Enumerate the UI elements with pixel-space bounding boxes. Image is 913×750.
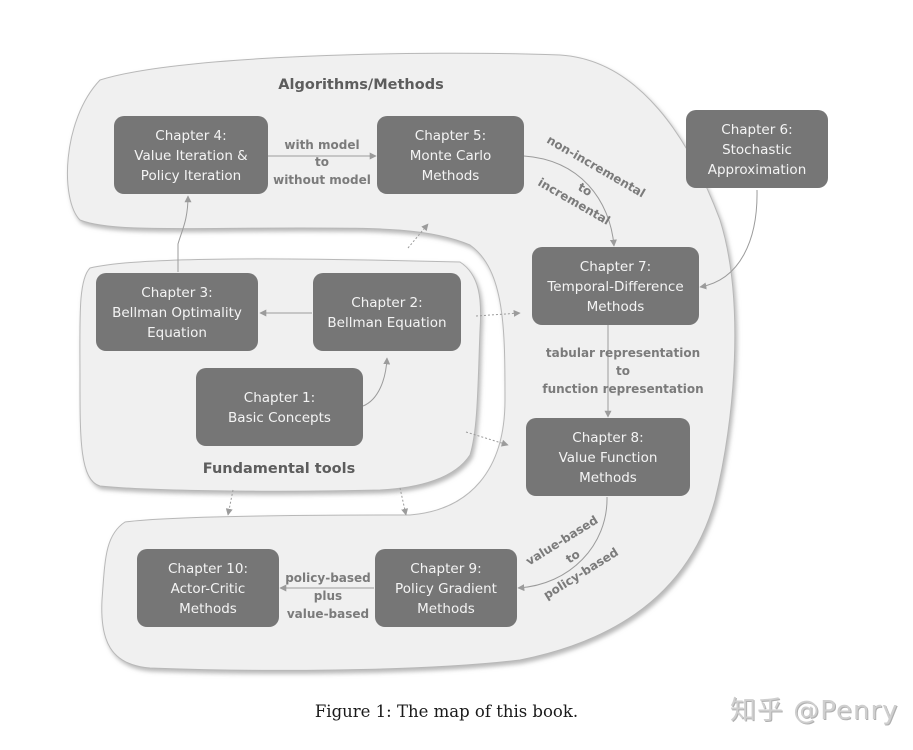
chapter-node-text: Methods xyxy=(179,601,237,617)
chapter-node-text: Policy Iteration xyxy=(141,168,241,184)
chapter-node-text: Actor-Critic xyxy=(171,581,246,597)
edge-label-line: value-based xyxy=(287,607,369,621)
chapter-node-box xyxy=(532,247,699,325)
chapter-node-text: Approximation xyxy=(708,162,807,178)
chapter-node-text: Temporal-Difference xyxy=(546,279,683,295)
chapter-node-box xyxy=(137,549,279,627)
chapter-node-box xyxy=(114,116,268,194)
label-ch4-ch5: with model to without model xyxy=(273,138,371,187)
figure-caption: Figure 1: The map of this book. xyxy=(314,702,579,721)
chapter-node-text: Methods xyxy=(579,470,637,486)
chapter-node-text: Methods xyxy=(422,168,480,184)
chapter-node-text: Methods xyxy=(587,299,645,315)
chapter-node-text: Value Function xyxy=(559,450,658,466)
chapter-node-text: Chapter 1: xyxy=(244,390,315,406)
edge-ch1-ch2 xyxy=(362,357,391,407)
algorithms-region-title: Algorithms/Methods xyxy=(278,77,443,93)
label-ch9-ch10: policy-based plus value-based xyxy=(285,571,371,621)
chapter-node-box xyxy=(375,549,517,627)
chapter-node-text: Chapter 9: xyxy=(410,561,481,577)
chapter-node-box xyxy=(313,273,461,351)
chapter-node-text: Chapter 3: xyxy=(141,285,212,301)
edge-fund-ch9-dotted xyxy=(399,487,409,516)
chapter-node-box xyxy=(526,418,690,496)
chapter-node-text: Bellman Equation xyxy=(327,315,446,331)
edge-ch3-ch4 xyxy=(177,195,192,272)
edge-label-line: to xyxy=(315,155,329,169)
edges xyxy=(177,152,758,592)
label-ch7-ch8: tabular representation to function repre… xyxy=(542,346,703,396)
edge-fund-ch8-dotted xyxy=(465,431,509,447)
edge-fund-ch7-dotted xyxy=(475,309,521,317)
edge-label-line: without model xyxy=(273,173,371,187)
chapter-node-text: Chapter 2: xyxy=(351,295,422,311)
edge-label-line: to xyxy=(563,547,582,566)
fundamental-region-title: Fundamental tools xyxy=(203,461,355,477)
chapter-node-ch4: Chapter 4: Value Iteration & Policy Iterat… xyxy=(114,116,268,194)
edge-fund-ch10-dotted xyxy=(225,489,234,516)
edge-ch6-ch7 xyxy=(699,189,758,290)
chapter-node-text: Chapter 4: xyxy=(155,128,226,144)
chapter-node-ch2: Chapter 2: Bellman Equation xyxy=(313,273,461,351)
edge-label-line: to xyxy=(575,180,594,199)
chapter-node-text: Policy Gradient xyxy=(395,581,497,597)
chapter-node-text: Chapter 8: xyxy=(572,430,643,446)
chapter-node-text: Chapter 7: xyxy=(580,259,651,275)
chapter-node-text: Chapter 6: xyxy=(721,122,792,138)
chapter-node-text: Chapter 10: xyxy=(168,561,248,577)
chapter-node-text: Equation xyxy=(147,325,207,341)
edge-label-line: plus xyxy=(314,589,342,603)
chapter-node-box xyxy=(196,368,363,446)
edge-label-line: tabular representation xyxy=(546,346,700,360)
chapter-node-box xyxy=(686,110,828,188)
edge-label-line: to xyxy=(616,364,630,378)
edge-ch8-ch9 xyxy=(517,496,608,592)
edge-ch5-ch7 xyxy=(523,155,617,247)
edge-label-line: function representation xyxy=(542,382,703,396)
chapter-node-ch1: Chapter 1: Basic Concepts xyxy=(196,368,363,446)
chapter-node-text: Stochastic xyxy=(722,142,792,158)
edge-label-line: policy-based xyxy=(285,571,371,585)
chapter-node-text: Chapter 5: xyxy=(415,128,486,144)
chapter-node-text: Basic Concepts xyxy=(228,410,331,426)
watermark: 知乎 @Penry xyxy=(730,696,899,726)
chapter-node-text: Value Iteration & xyxy=(134,148,248,164)
chapter-node-box xyxy=(377,116,524,194)
chapter-node-box xyxy=(96,273,258,351)
chapter-node-text: Monte Carlo xyxy=(410,148,492,164)
chapter-node-text: Methods xyxy=(417,601,475,617)
edge-fund-alg-dotted-1 xyxy=(407,223,429,249)
chapter-node-text: Bellman Optimality xyxy=(112,305,242,321)
edge-label-line: with model xyxy=(284,138,359,152)
